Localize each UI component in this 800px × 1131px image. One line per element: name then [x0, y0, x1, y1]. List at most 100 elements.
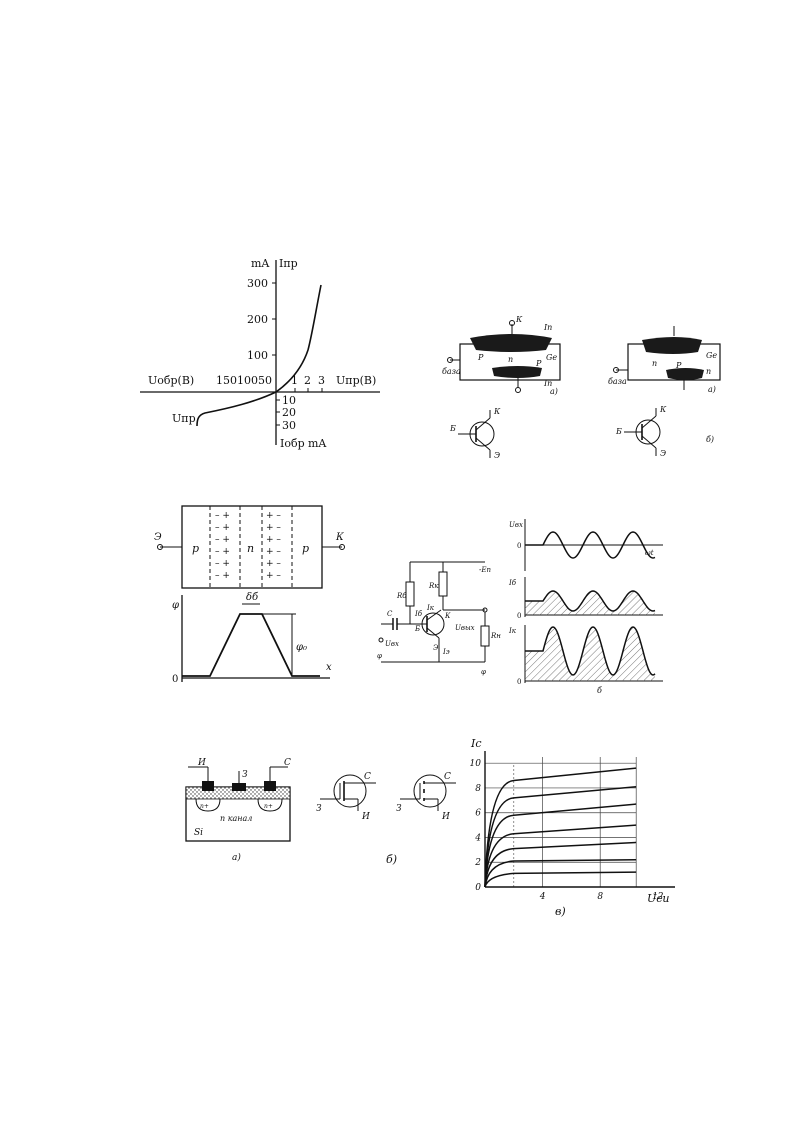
e-label: Э: [433, 644, 438, 652]
rk-resistor: [438, 571, 448, 597]
left-collector-region: [470, 334, 552, 352]
ik-label: Iк: [426, 604, 435, 612]
sym2-drain-label: С: [444, 772, 451, 782]
mid-label: Iб: [508, 579, 517, 587]
collector-current-wave: [525, 626, 656, 676]
phi-label: φ: [172, 600, 179, 611]
y-tick-20: 20: [282, 406, 296, 419]
common-emitter-amplifier: -Eп Rб Rк Iб Iк К Б Э Iэ С Uвх Uвых Rн φ…: [377, 561, 501, 676]
left-k-label: К: [515, 315, 523, 324]
svg-text:– +: – +: [215, 571, 230, 581]
bot-label: Iк: [508, 627, 517, 635]
left-baza-label: база: [442, 367, 461, 376]
svg-text:+ –: + –: [266, 571, 281, 581]
sym1-source-label: И: [361, 812, 370, 822]
collector-current-area: [525, 627, 655, 681]
phi0-label: φ₀: [296, 642, 307, 653]
gate-contact: [232, 783, 246, 791]
chart-subfigure-label: в): [555, 905, 566, 918]
right-sym-collector: [641, 415, 657, 429]
y-tick-100: 100: [247, 349, 268, 362]
output-curve-7: [484, 767, 637, 888]
ipr-label: Iпр: [279, 257, 298, 270]
svg-text:– +: – +: [215, 547, 230, 557]
left-sub-a: а): [550, 387, 558, 396]
svg-text:+ –: + –: [266, 559, 281, 569]
chart-series-group: [484, 767, 637, 888]
y-tick-30: 30: [282, 419, 296, 432]
charge-signs: – +– +– + – +– +– + + –+ –+ – + –+ –+ –: [215, 511, 281, 581]
y-tick-10: 10: [282, 394, 296, 407]
svg-text:+ –: + –: [266, 523, 281, 533]
forward-branch-curve: [275, 284, 322, 393]
x-tick-2: 2: [304, 374, 311, 387]
sub-b-label: б: [597, 686, 602, 695]
source-n-plus-well: [195, 798, 221, 812]
right-sub-a: а): [708, 385, 716, 394]
sym2-gate-label: З: [396, 804, 402, 814]
x-tick-label-8: 8: [597, 892, 603, 902]
ib-label: Iб: [414, 610, 423, 618]
y-tick-label-2: 2: [474, 858, 481, 868]
left-base-terminal: [447, 357, 453, 363]
output-curve-3: [484, 841, 637, 888]
x-tick-1: 1: [291, 374, 298, 387]
right-base-terminal: [613, 367, 619, 373]
right-collector-region: [642, 337, 702, 354]
y-tick-label-10: 10: [470, 759, 482, 769]
collector-terminal: [339, 544, 345, 550]
right-sym-e: Э: [660, 449, 666, 458]
right-n-label: п: [652, 359, 657, 368]
svg-text:+ –: + –: [266, 547, 281, 557]
left-sym-b: Б: [449, 424, 456, 433]
transistor-structures: К Iп Р п Р Ge база Iп а) Б К Э Ge п Р п …: [442, 315, 721, 460]
drain-contact: [264, 781, 276, 791]
rk-label: Rк: [428, 582, 439, 590]
chart-y-label: Iс: [470, 737, 482, 750]
x-tick-label-12: 12: [652, 892, 664, 902]
n-plus-left-label: n+: [200, 803, 209, 810]
p-region-left: р: [192, 542, 199, 555]
right-emitter-region: [666, 368, 704, 380]
c-label: С: [387, 610, 393, 618]
phi-in-label: φ: [377, 652, 382, 660]
potential-zero: 0: [172, 674, 178, 685]
base-width-label: δб: [246, 592, 259, 603]
sym2-source-label: И: [441, 812, 450, 822]
phi-out-label: φ: [481, 668, 486, 676]
rn-resistor: [480, 625, 490, 647]
transistor-collector: [426, 609, 442, 621]
sym1-drain-label: С: [364, 772, 371, 782]
top-label: Uвх: [509, 521, 523, 529]
pnp-potential-diagram: – +– +– + – +– +– + + –+ –+ – + –+ –+ – …: [154, 505, 345, 685]
left-p2-label: Р: [535, 359, 542, 368]
right-n2-label: п: [706, 367, 711, 376]
uprob-label: Uпр: [172, 412, 196, 425]
rb-resistor: [405, 581, 415, 607]
rn-label: Rн: [490, 632, 501, 640]
y-tick-label-8: 8: [475, 784, 481, 794]
channel-label: п канал: [220, 814, 252, 823]
y-tick-label-4: 4: [474, 833, 481, 843]
diode-iv-characteristic: mA Iпр 300 200 100 10 20 30 Uобр(В) 1501…: [140, 257, 380, 450]
y-tick-300: 300: [247, 277, 268, 290]
left-e-terminal: [515, 387, 521, 393]
input-terminal: [378, 637, 384, 643]
right-baza-label: база: [608, 377, 627, 386]
y-tick-label-0: 0: [475, 883, 481, 893]
right-p-label: Р: [675, 361, 682, 370]
left-ge-label: Ge: [546, 353, 557, 362]
mosfet-symbol-2: [413, 774, 447, 808]
ma-top-label: mA: [251, 257, 270, 270]
k-label: К: [444, 612, 451, 620]
left-ip2-label: Iп: [543, 379, 552, 388]
x-tick-label-4: 4: [539, 892, 546, 902]
n-region: п: [247, 542, 254, 555]
right-ge-label: Ge: [706, 351, 717, 360]
input-sine-wave: [525, 531, 656, 559]
transistor-emitter: [426, 627, 440, 639]
ma-bottom-label: mA: [308, 437, 327, 450]
bot-zero: 0: [517, 678, 521, 686]
